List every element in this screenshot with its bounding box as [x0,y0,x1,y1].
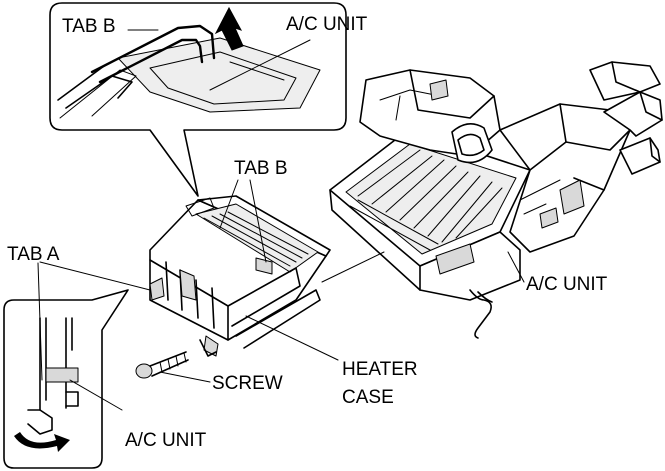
rotate-arrow-icon [14,432,70,452]
label-tab-a: TAB A [7,244,60,265]
leader-bottom-ac-unit [69,379,123,411]
leader-heater-case [245,315,339,361]
up-arrow-icon [214,6,244,51]
leader-top-ac-unit [209,39,311,91]
label-heater-case-line2: CASE [342,387,394,408]
assembly-guide-line [321,251,385,283]
leader-mid-tab-b-2 [249,179,267,263]
heater-case-drawing [149,195,331,357]
label-mid-tab-b: TAB B [234,158,288,179]
label-heater-case-line1: HEATER [342,359,418,380]
screw-drawing [135,351,189,379]
screw-head [135,363,153,379]
label-right-ac-unit: A/C UNIT [526,274,608,295]
leader-mid-tab-b-1 [219,179,239,229]
leader-tab-a-case [39,261,151,291]
leader-screw [159,371,211,383]
detail-ac-unit-surface [117,37,321,113]
leader-tab-a-detail [37,262,43,381]
label-top-ac-unit: A/C UNIT [286,14,368,35]
ac-unit-side-housing [499,103,631,253]
tab-b-detail-callout [49,2,347,197]
heater-core [195,203,319,273]
drain-hose [469,289,492,339]
label-screw: SCREW [212,373,283,394]
detail-tab-a [45,367,79,383]
detail-tab-b [90,24,216,74]
label-bottom-ac-unit: A/C UNIT [125,430,207,451]
tab-a-detail-callout [3,289,129,469]
ac-unit-drawing [329,61,663,339]
detail-recess [149,51,297,105]
leader-right-ac-unit [507,251,525,283]
label-top-tab-b: TAB B [62,16,116,37]
